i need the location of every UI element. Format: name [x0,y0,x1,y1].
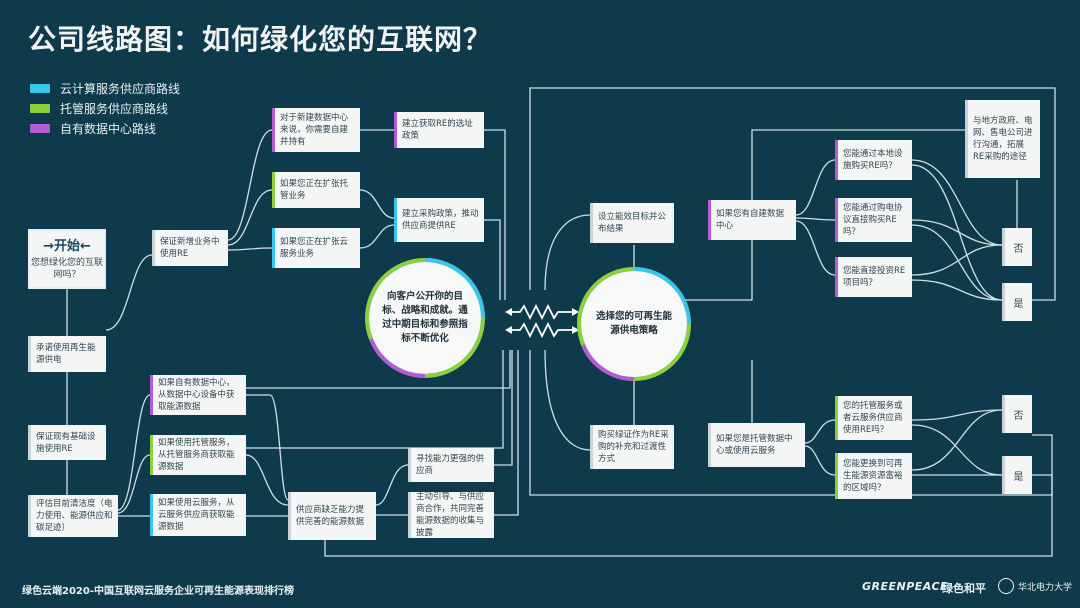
start-node: →开始← 您想绿化您的互联网吗？ [28,229,106,289]
own-dc-question-node: 如果您有自建数据中心 [708,200,796,240]
legend-item-own-dc: 自有数据中心路线 [30,120,156,137]
hosted-question-node: 如果您是托管数据中心或使用云服务 [708,423,805,467]
legend-item-cloud: 云计算服务供应商路线 [30,80,180,97]
disclose-circle: 向客户公开你的目标、战略和成就。通过中期目标和参照指标不断优化 [369,262,481,374]
local-re-question: 您能通过本地设施购买RE吗？ [835,140,912,180]
answer-no-lower: 否 [1002,395,1032,433]
report-title: 绿色云端2020-中国互联网云服务企业可再生能源表现排行榜 [22,586,294,597]
cloud-data-node: 如果使用云服务，从云服务供应商获取能源数据 [150,494,246,536]
green-certificate-node: 购买绿证作为RE采购的补充和过渡性方式 [590,425,674,469]
answer-yes-upper: 是 [1002,283,1032,321]
university-seal-icon [998,578,1014,594]
own-dc-data-node: 如果自有数据中心，从数据中心设备中获取能源数据 [150,375,246,415]
start-heading: →开始← [43,239,91,254]
ppa-question: 您能通过购电协议直接购买RE吗？ [835,198,912,242]
provider-re-question: 您的托管服务或者云服务供应商使用RE吗？ [835,396,912,440]
ensure-infra-node: 保证现有基础设施使用RE [28,425,106,460]
greenpeace-cn-logo: 绿色和平 [942,582,986,595]
start-question: 您想绿化您的互联网吗？ [30,258,103,280]
relocate-question: 您能更换到可再生能源资源富裕的区域吗？ [835,453,912,499]
guide-supplier-node: 主动引导、与供应商合作，共同完善能源数据的收集与披露 [408,492,494,538]
commit-re-node: 承诺使用再生能源供电 [28,336,106,372]
cloud-expand-node: 如果您正在扩张云服务业务 [272,228,360,268]
find-supplier-node: 寻找能力更强的供应商 [408,448,494,482]
procurement-policy-node: 建立采购政策，推动供应商提供RE [394,198,484,242]
hosted-data-node: 如果使用托管服务，从托管服务商获取能源数据 [150,435,246,475]
new-business-node: 保证新增业务中使用RE [152,230,228,266]
efficiency-goal-node: 设立能效目标并公布结果 [590,203,674,243]
supplier-lack-node: 供应商缺乏能力提供完善的能源数据 [288,492,376,540]
answer-yes-lower: 是 [1002,456,1032,494]
legend-swatch [30,124,50,133]
answer-no-upper: 否 [1002,228,1032,266]
legend-swatch [30,104,50,113]
legend-item-hosting: 托管服务供应商路线 [30,100,168,117]
university-logo: 华北电力大学 [998,578,1072,594]
assess-node: 评估目前清洁度（电力使用、能源供应和碳足迹） [28,495,118,537]
new-dc-node: 对于新建数据中心来说，你需要自建并持有 [272,108,360,152]
hosting-expand-node: 如果您正在扩张托管业务 [272,172,360,208]
invest-re-question: 您能直接投资RE项目吗？ [835,257,912,297]
page-title: 公司线路图：如何绿化您的互联网？ [28,23,493,56]
legend-swatch [30,84,50,93]
greenpeace-logo: GREENPEACE [862,580,949,593]
strategy-circle: 选择您的可再生能源供电策略 [581,271,687,377]
government-engagement-node: 与地方政府、电网、售电公司进行沟通，拓展RE采购的途径 [965,100,1040,178]
siting-policy-node: 建立获取RE的选址政策 [394,112,484,148]
